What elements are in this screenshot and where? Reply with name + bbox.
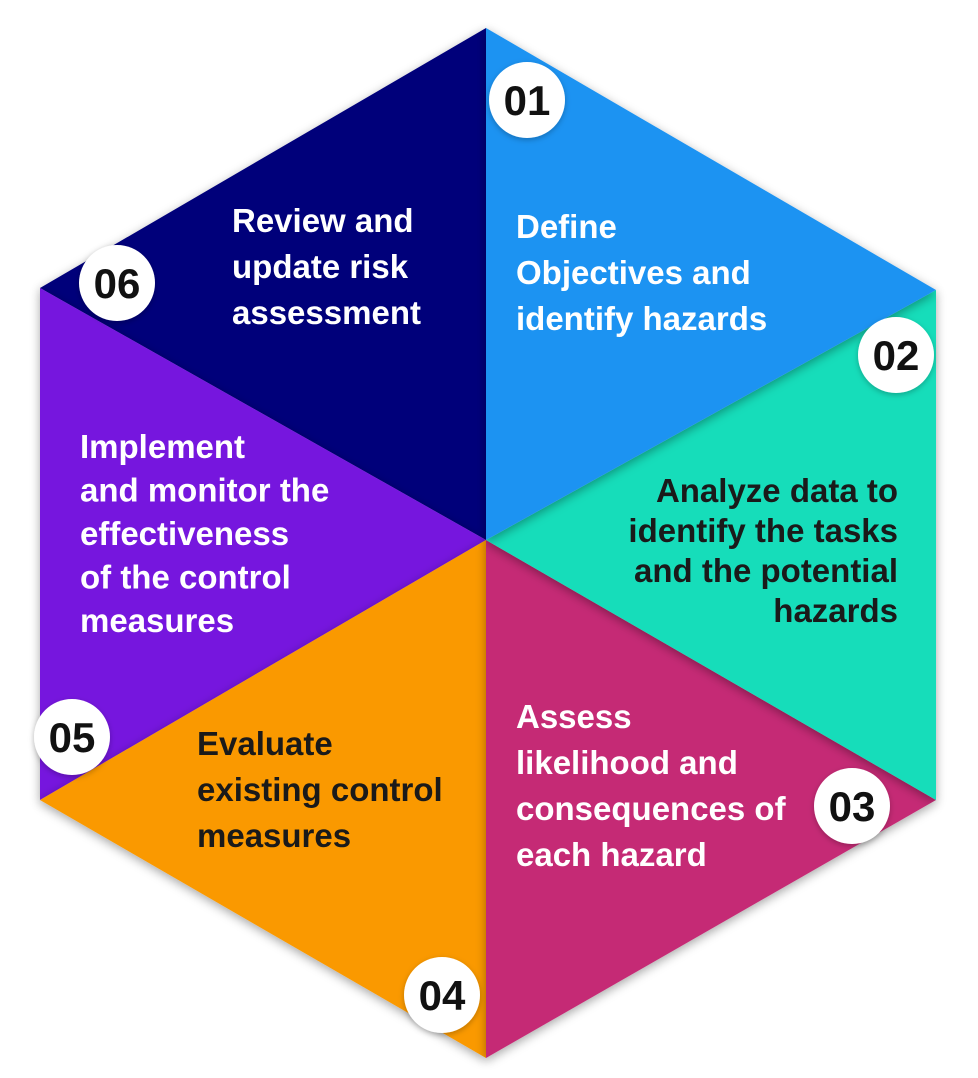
segment-04 [40,540,486,1058]
step-number: 03 [829,783,876,830]
step-description-line: assessment [232,294,421,331]
step-description-05: Implement and monitor the effectiveness of … [80,428,329,639]
step-description-line: of the control [80,559,291,596]
step-description-line: existing control [197,771,443,808]
step-description-line: Analyze data to [656,472,898,509]
badge-circle [79,245,155,321]
step-description-line: identify the tasks [628,512,898,549]
step-number: 01 [504,77,551,124]
step-number-badge-03: 03 [814,768,890,844]
step-description-line: each hazard [516,836,707,873]
step-description-line: Objectives and [516,254,751,291]
step-description-line: effectiveness [80,515,289,552]
step-number: 02 [873,332,920,379]
step-description-line: Review and [232,202,414,239]
step-number-badge-02: 02 [858,317,934,393]
segment-01 [486,28,936,540]
step-description-line: hazards [773,592,898,629]
step-description-line: Assess [516,698,632,735]
step-description-line: measures [80,602,234,639]
badge-circle [858,317,934,393]
step-number: 06 [94,260,141,307]
step-description-line: Implement [80,428,245,465]
segment-06 [40,28,486,540]
badge-circle [489,62,565,138]
badge-circle [814,768,890,844]
step-description-04: Evaluate existing control measures [197,725,443,854]
step-description-line: identify hazards [516,300,767,337]
step-number-badge-06: 06 [79,245,155,321]
step-description-line: measures [197,817,351,854]
segment-03 [486,540,936,1058]
step-description-line: Define [516,208,617,245]
step-description-line: likelihood and [516,744,738,781]
step-number-badge-01: 01 [489,62,565,138]
step-description-line: Evaluate [197,725,333,762]
step-number: 05 [49,714,96,761]
step-number-badge-05: 05 [34,699,110,775]
step-description-line: and monitor the [80,472,329,509]
step-description-06: Review and update risk assessment [232,202,421,331]
step-number: 04 [419,972,466,1019]
step-description-line: update risk [232,248,409,285]
segment-02 [486,290,936,800]
step-number-badge-04: 04 [404,957,480,1033]
step-description-line: and the potential [634,552,898,589]
badge-circle [404,957,480,1033]
segment-05 [40,288,486,800]
badge-circle [34,699,110,775]
step-description-03: Assess likelihood and consequences of each … [516,698,787,873]
step-description-line: consequences of [516,790,787,827]
